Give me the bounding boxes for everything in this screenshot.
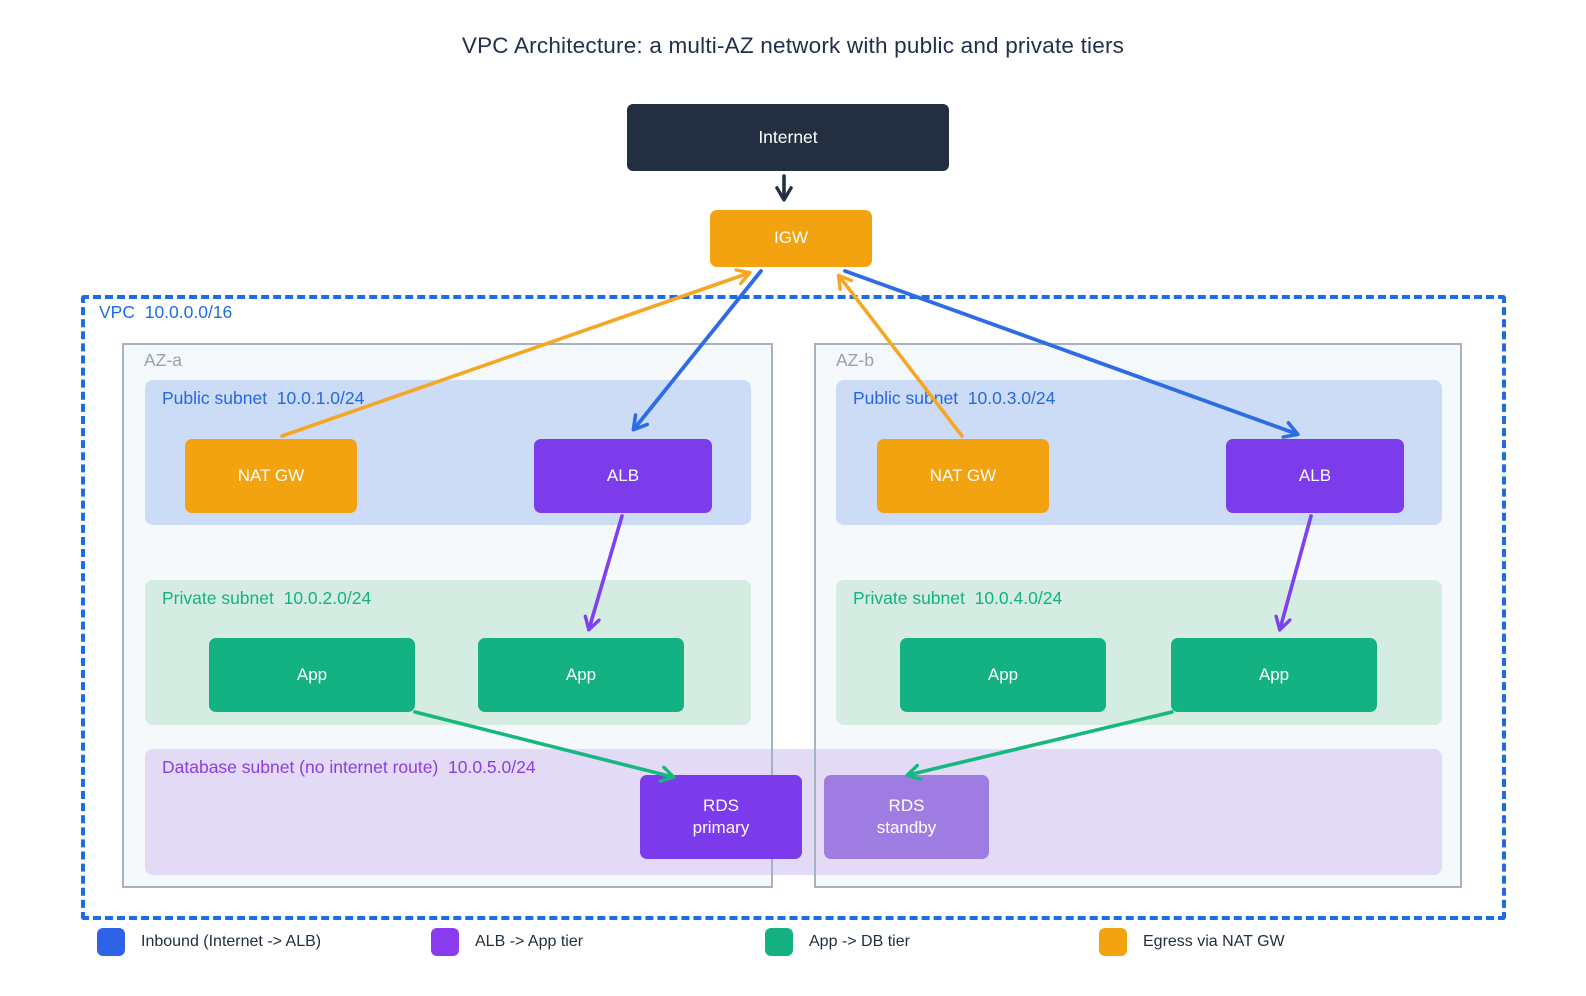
rds-primary-node: RDS primary [640, 775, 802, 859]
igw-node-label: IGW [774, 228, 808, 248]
nat-gw-node-az-b: NAT GW [877, 439, 1049, 513]
legend-swatch-orange [1099, 928, 1127, 956]
rds-standby-label-line2: standby [876, 818, 937, 837]
legend-item-app-db: App -> DB tier [765, 928, 910, 956]
vpc-label: VPC 10.0.0.0/16 [99, 302, 233, 322]
app-az-b-left-label: App [987, 664, 1019, 684]
app-node-az-b-right: App [1171, 638, 1377, 712]
private-subnet-az-a-label: Private subnet 10.0.2.0/24 [162, 588, 372, 608]
app-node-az-a-right: App [478, 638, 684, 712]
rds-standby-node: RDS standby [824, 775, 989, 859]
nat-gw-az-b-label: NAT GW [929, 465, 997, 485]
public-subnet-az-a-label: Public subnet 10.0.1.0/24 [162, 388, 365, 408]
alb-az-a-label: ALB [606, 465, 640, 485]
database-subnet-label: Database subnet (no internet route) 10.0… [162, 757, 536, 777]
rds-standby-label-line1: RDS [888, 795, 925, 815]
legend-swatch-purple [431, 928, 459, 956]
app-node-az-b-left: App [900, 638, 1106, 712]
alb-az-b-label: ALB [1298, 465, 1332, 485]
app-az-b-right-label: App [1258, 664, 1290, 684]
rds-primary-label-line1: RDS [703, 795, 739, 815]
rds-primary-label-line2: primary [692, 818, 750, 837]
legend-label-app-db: App -> DB tier [809, 933, 910, 950]
igw-node: IGW [710, 210, 872, 267]
nat-gw-node-az-a: NAT GW [185, 439, 357, 513]
internet-node-label: Internet [758, 127, 818, 148]
public-subnet-az-b-label: Public subnet 10.0.3.0/24 [853, 388, 1056, 408]
legend-item-egress: Egress via NAT GW [1099, 928, 1285, 956]
alb-node-az-b: ALB [1226, 439, 1404, 513]
internet-node: Internet [627, 104, 949, 171]
az-a-label: AZ-a [144, 350, 182, 370]
legend-label-inbound: Inbound (Internet -> ALB) [141, 933, 322, 950]
private-subnet-az-b-label: Private subnet 10.0.4.0/24 [853, 588, 1063, 608]
page-title: VPC Architecture: a multi-AZ network wit… [461, 33, 1125, 58]
alb-node-az-a: ALB [534, 439, 712, 513]
az-b-label: AZ-b [836, 350, 874, 370]
legend-item-inbound: Inbound (Internet -> ALB) [97, 928, 321, 956]
app-az-a-right-label: App [565, 664, 597, 684]
legend-item-alb-app: ALB -> App tier [431, 928, 583, 956]
vpc-boundary [81, 295, 1506, 920]
legend-swatch-green [765, 928, 793, 956]
legend-label-egress: Egress via NAT GW [1143, 933, 1285, 950]
legend-swatch-blue [97, 928, 125, 956]
app-az-a-left-label: App [296, 664, 328, 684]
legend-label-alb-app: ALB -> App tier [475, 933, 584, 950]
nat-gw-az-a-label: NAT GW [237, 465, 305, 485]
app-node-az-a-left: App [209, 638, 415, 712]
